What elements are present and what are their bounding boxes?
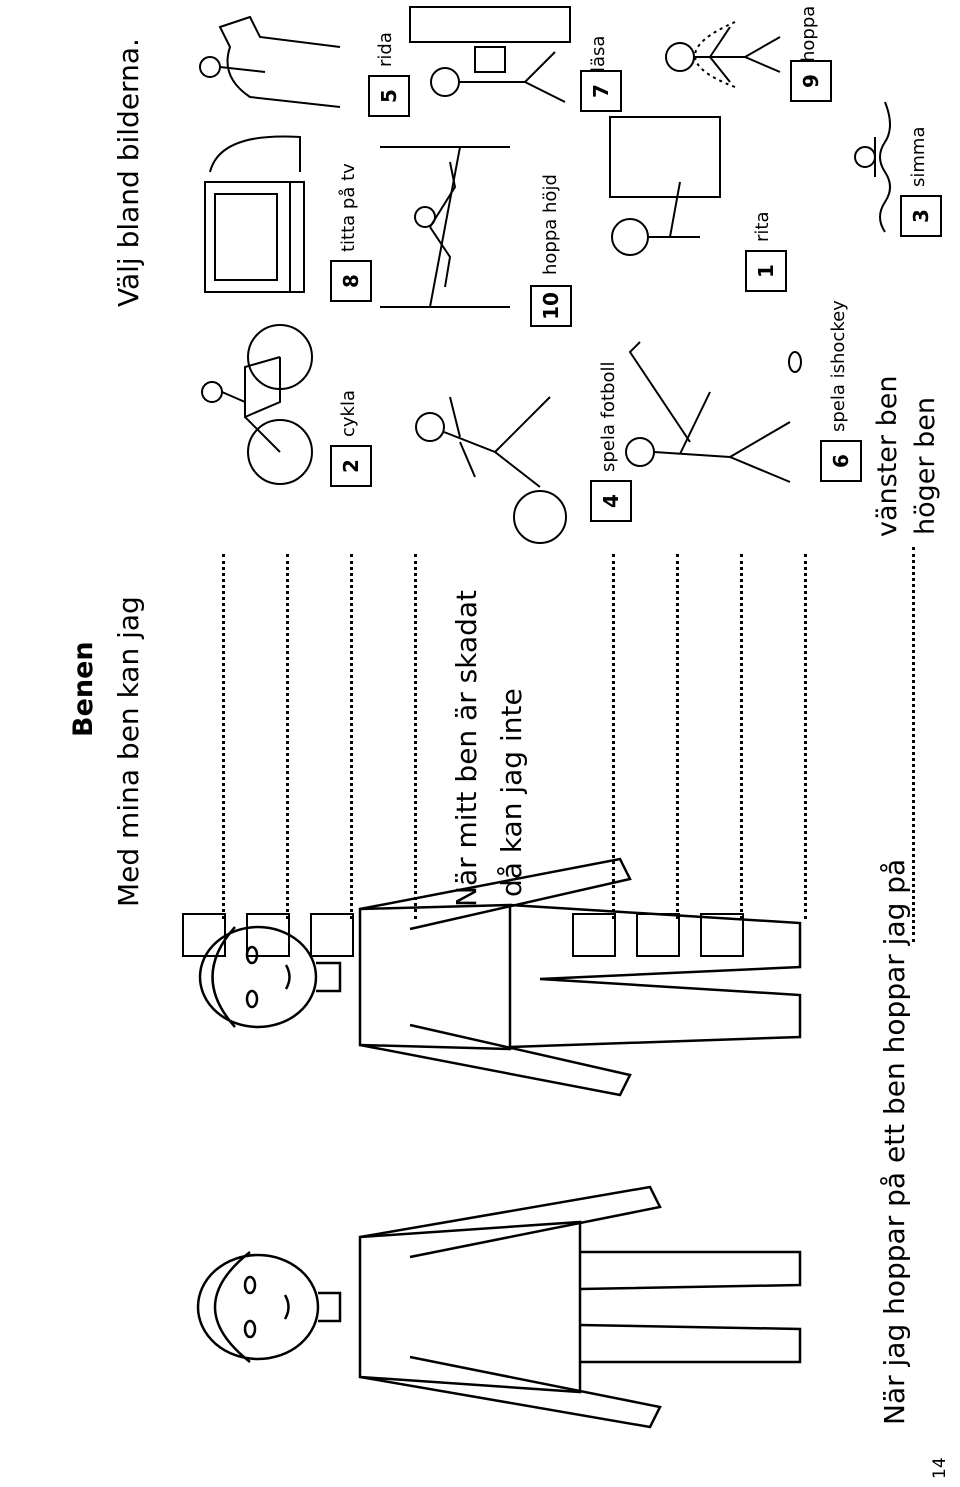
activity-label: cykla bbox=[338, 389, 359, 437]
horse-rider-icon bbox=[190, 7, 360, 117]
activity-label: rida bbox=[375, 32, 396, 67]
activity-number: 5 bbox=[368, 75, 410, 117]
reading-icon bbox=[405, 2, 575, 112]
activity-label: titta på tv bbox=[338, 163, 359, 252]
ice-hockey-icon bbox=[610, 332, 810, 502]
answer-line[interactable] bbox=[912, 547, 915, 942]
activity-number: 10 bbox=[530, 285, 572, 327]
option-right-leg[interactable]: höger ben bbox=[910, 397, 941, 535]
page-title: Benen bbox=[68, 641, 99, 737]
activity-number: 6 bbox=[820, 440, 862, 482]
activity-number: 1 bbox=[745, 250, 787, 292]
activity-label: läsa bbox=[588, 35, 609, 72]
drawing-icon bbox=[590, 102, 740, 292]
activity-number: 9 bbox=[790, 60, 832, 102]
girl-figure-icon bbox=[180, 1167, 860, 1447]
question-hop: När jag hoppar på ett ben hoppar jag på bbox=[878, 858, 911, 1425]
tv-icon bbox=[190, 127, 320, 302]
activity-number: 3 bbox=[900, 195, 942, 237]
option-left-leg[interactable]: vänster ben bbox=[872, 375, 903, 537]
bicycle-icon bbox=[190, 317, 320, 487]
activity-number: 2 bbox=[330, 445, 372, 487]
activity-label: simma bbox=[908, 126, 929, 187]
jump-rope-icon bbox=[650, 7, 790, 102]
swimming-icon bbox=[840, 97, 900, 237]
heading-legs-can: Med mina ben kan jag bbox=[112, 596, 145, 907]
activity-label: hoppa höjd bbox=[540, 174, 561, 275]
boy-figure-icon bbox=[180, 837, 860, 1117]
football-player-icon bbox=[400, 347, 580, 547]
page-number: 14 bbox=[930, 1457, 950, 1479]
activity-label: spela ishockey bbox=[828, 300, 849, 432]
instruction-text: Välj bland bilderna. bbox=[112, 38, 145, 307]
activity-number: 8 bbox=[330, 260, 372, 302]
activity-label: hoppa rep bbox=[798, 0, 819, 62]
high-jump-icon bbox=[370, 127, 520, 327]
activity-label: rita bbox=[752, 211, 773, 243]
